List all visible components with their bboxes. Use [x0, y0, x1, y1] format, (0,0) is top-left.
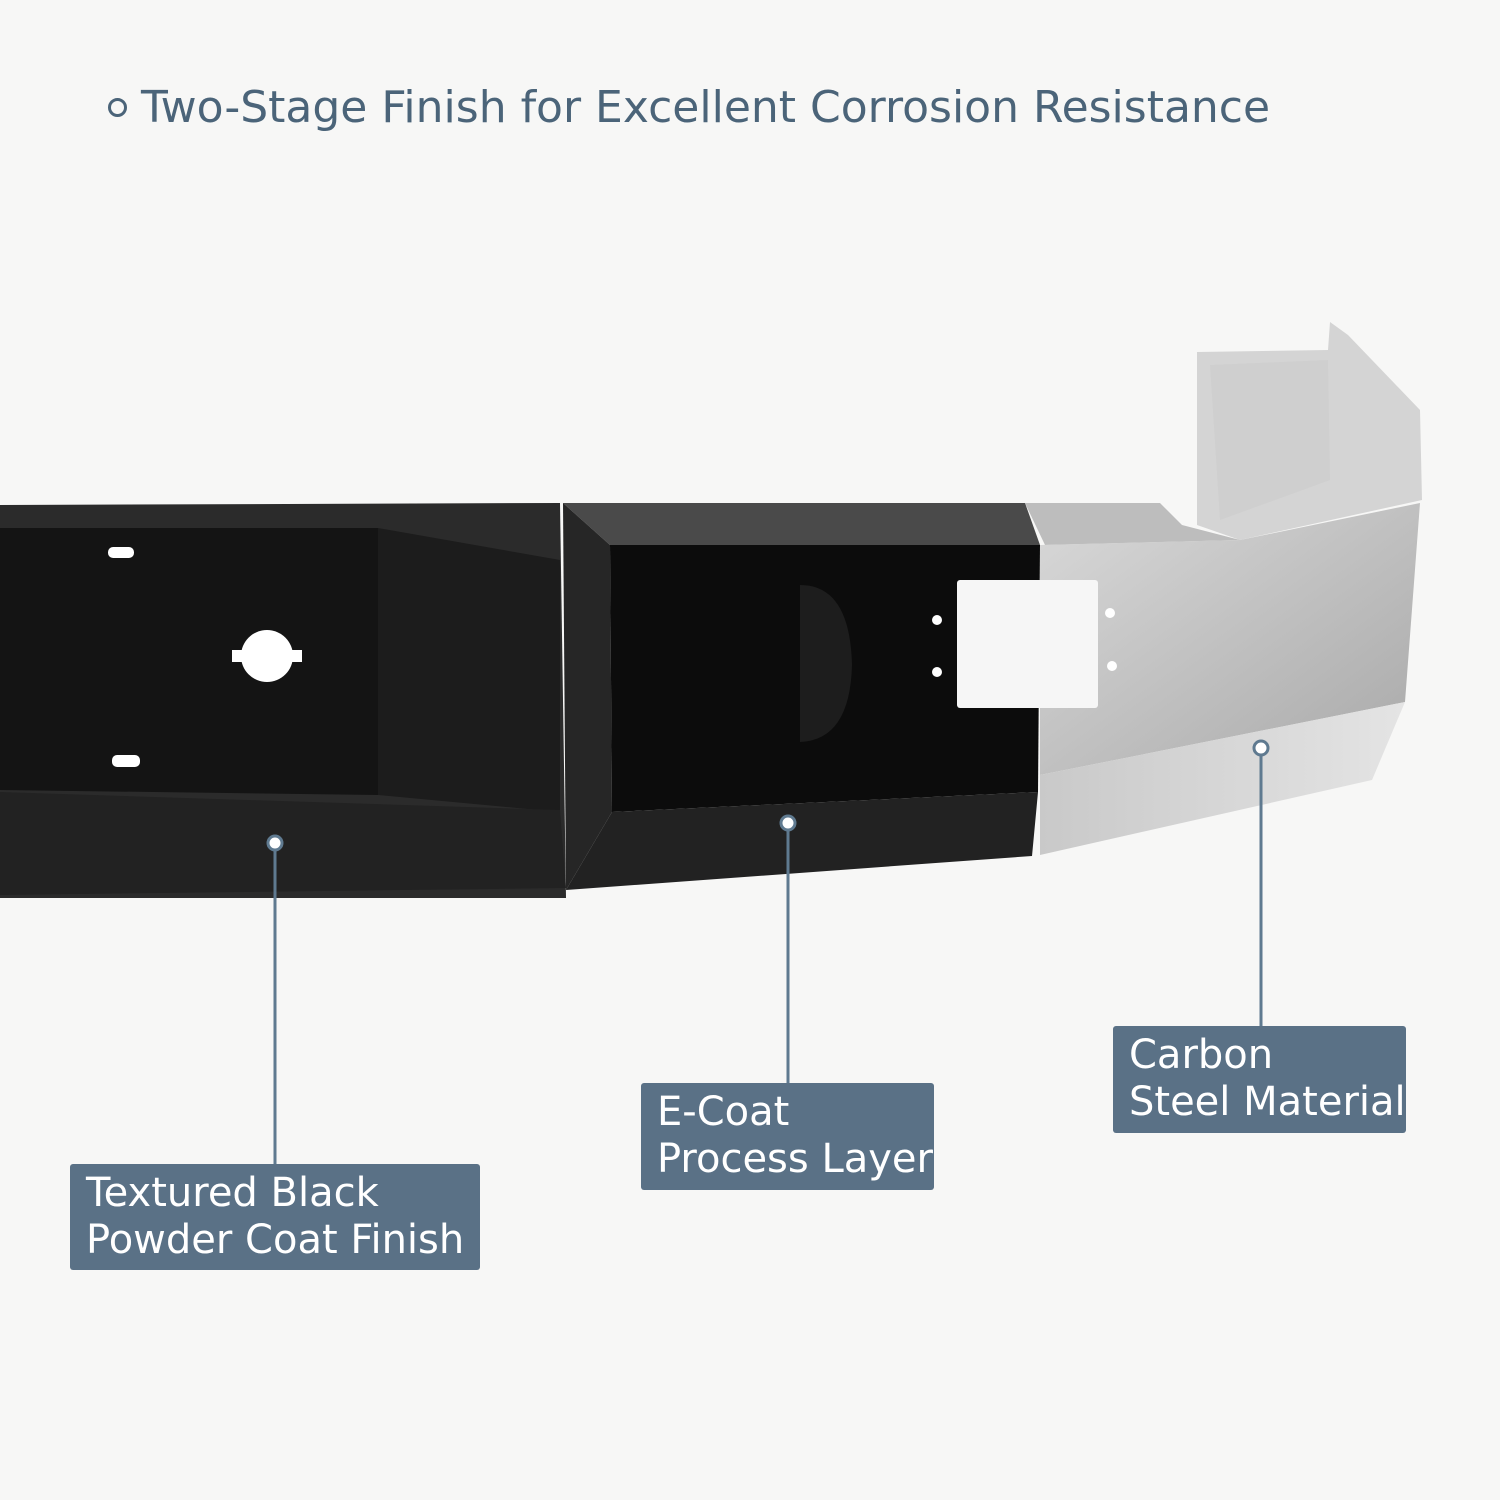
bullet-icon [108, 98, 127, 117]
slot-hole [112, 755, 140, 767]
callout-line: Process Layer [657, 1136, 933, 1182]
callout-dot [1252, 739, 1270, 757]
title-text: Two-Stage Finish for Excellent Corrosion… [141, 82, 1271, 133]
slot-hole [108, 547, 134, 558]
callout-dot [266, 834, 284, 852]
mount-plate-cutout [957, 580, 1098, 708]
carbon-steel-section [957, 322, 1422, 855]
callout-line: Carbon [1129, 1032, 1274, 1078]
powder-coat-section [0, 503, 566, 898]
callout-dot [779, 814, 797, 832]
e-coat-section [563, 503, 1040, 890]
callout-e-coat: E-Coat Process Layer [641, 1083, 934, 1190]
handle-bracket [800, 585, 852, 742]
callout-pointers [266, 739, 1270, 1165]
callout-carbon-steel: Carbon Steel Material [1113, 1026, 1406, 1133]
page-title: Two-Stage Finish for Excellent Corrosion… [108, 82, 1270, 133]
callout-powder-coat: Textured Black Powder Coat Finish [70, 1164, 480, 1270]
callout-line: Textured Black [86, 1170, 379, 1216]
callout-line: Steel Material [1129, 1079, 1406, 1125]
callout-line: Powder Coat Finish [86, 1217, 465, 1263]
callout-line: E-Coat [657, 1089, 790, 1135]
